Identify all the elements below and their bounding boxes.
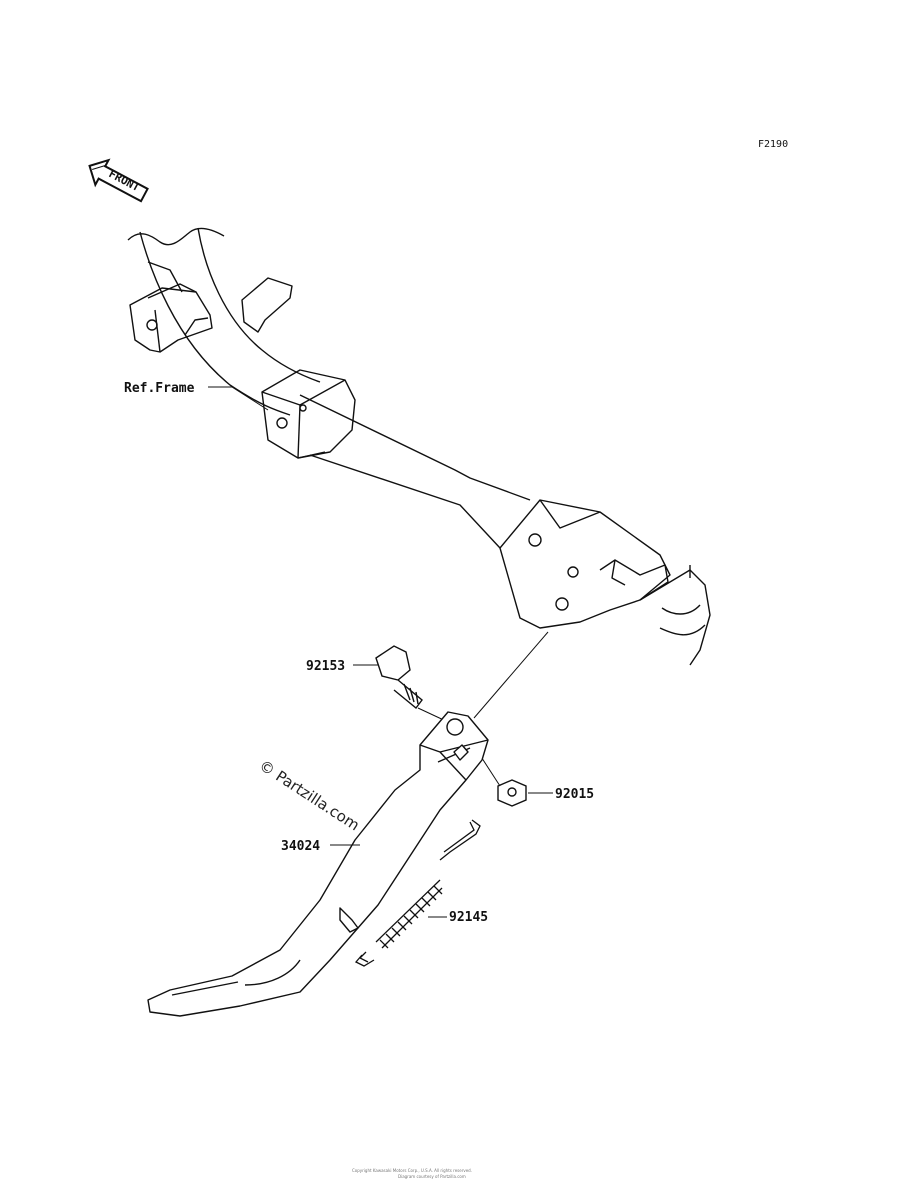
nut-92015-drawing [497, 779, 527, 807]
leader-ref-frame [208, 386, 269, 411]
footer-line-1: Copyright Kawasaki Motors Corp., U.S.A. … [352, 1168, 472, 1173]
ref-frame-drawing [127, 227, 711, 666]
watermark: © Partzilla.com [256, 756, 363, 834]
callout-nut: 92015 [555, 787, 594, 802]
callout-stand: 34024 [281, 839, 320, 854]
callout-ref-frame: Ref.Frame [124, 381, 195, 396]
bolt-92153-drawing [375, 645, 423, 710]
side-stand-drawing [147, 711, 489, 1017]
assembly-line [473, 631, 549, 719]
callout-spring: 92145 [449, 910, 488, 925]
callout-bolt: 92153 [306, 659, 345, 674]
front-arrow-icon [88, 158, 149, 203]
footer-line-2: Diagram courtesy of Partzilla.com [398, 1174, 466, 1179]
figure-code: F2190 [758, 139, 788, 150]
spring-92145-drawing [354, 819, 481, 967]
